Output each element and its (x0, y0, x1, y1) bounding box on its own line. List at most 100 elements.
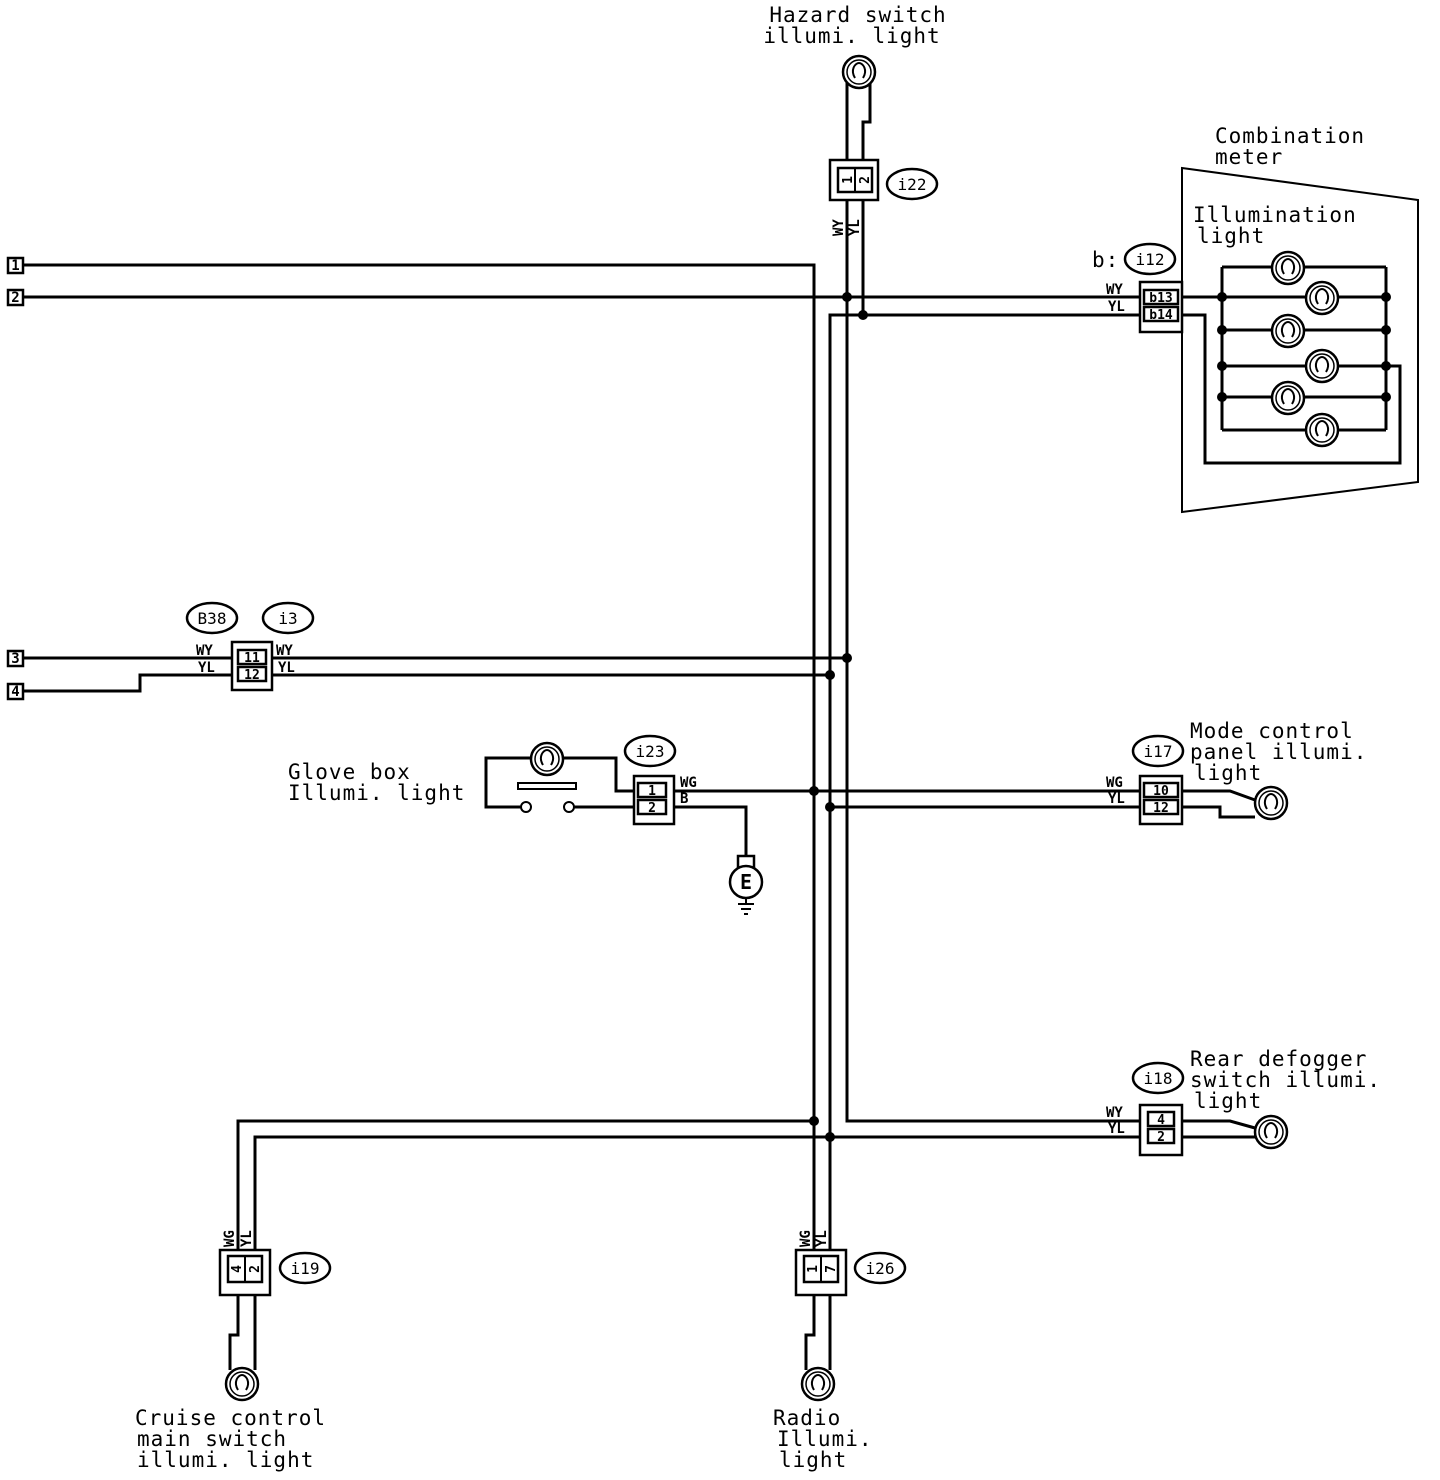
i22-pin-2: 2 (858, 176, 873, 184)
i22-wire-wy: WY (831, 219, 847, 236)
i12-wire-yl: YL (1108, 299, 1125, 315)
i3-id: i3 (278, 609, 297, 628)
entry-point-3: 3 (6, 649, 25, 668)
mode-control-bulb-icon (1253, 785, 1289, 821)
mode-control-label-line-2: panel illumi. (1190, 740, 1367, 764)
connector-i19: WG YL 4 2 i19 (218, 1230, 332, 1297)
meter-bulb-icon-2 (1304, 280, 1340, 316)
i12-wire-wy: WY (1106, 282, 1123, 298)
i19-id: i19 (291, 1259, 320, 1278)
rear-defogger-label-line-2: switch illumi. (1190, 1068, 1381, 1092)
combination-meter: Combination meter Illumination light (1181, 124, 1419, 514)
connector-i26: WG YL 1 7 i26 (794, 1230, 907, 1297)
rear-defogger-label-line-3: light (1194, 1089, 1262, 1113)
connector-i23: i23 1 2 WG B (623, 734, 697, 826)
i22-id: i22 (898, 175, 927, 194)
i17-wire-wg: WG (1106, 775, 1123, 791)
connector-i17: i17 10 12 WG YL (1106, 734, 1185, 826)
ground-e: E (728, 854, 764, 915)
i18-wire-yl: YL (1108, 1121, 1125, 1137)
i26-wire-wg: WG (798, 1230, 814, 1247)
i26-pin-7: 7 (824, 1265, 839, 1273)
entry-point-4: 4 (6, 682, 25, 701)
hazard-switch-illumi-light: Hazard switch illumi. light (763, 3, 946, 90)
glove-box-switch-icon (517, 782, 577, 790)
i12-id: i12 (1136, 250, 1165, 269)
connector-b38-i3: B38 i3 11 12 WY YL WY YL (185, 601, 315, 692)
rear-defogger-switch-illumi-light: Rear defogger switch illumi. light (1190, 1047, 1381, 1150)
i17-wire-yl: YL (1108, 791, 1125, 807)
i17-id: i17 (1144, 742, 1173, 761)
combination-meter-label-line-1: Combination (1215, 124, 1365, 148)
i26-id: i26 (866, 1259, 895, 1278)
hazard-bulb-icon (841, 54, 877, 90)
cruise-control-label-line-3: illumi. light (137, 1448, 314, 1472)
i12-prefix: b: (1092, 248, 1119, 272)
connector-i12: b: i12 b13 b14 WY YL (1092, 242, 1184, 334)
radio-bulb-icon (800, 1366, 836, 1402)
b38-wire-yl: YL (198, 660, 215, 676)
i22-wire-yl: YL (847, 219, 863, 236)
entry-point-3-label: 3 (11, 651, 19, 667)
hazard-label-line-1: Hazard switch (769, 3, 946, 27)
wires (23, 82, 1402, 1370)
rear-defogger-label-line-1: Rear defogger (1190, 1047, 1367, 1071)
i23-wire-b: B (680, 791, 688, 807)
i18-pin-4: 4 (1157, 1113, 1165, 1128)
entry-point-4-label: 4 (11, 684, 19, 700)
b38-pin-12: 12 (244, 668, 260, 683)
meter-bulb-icon-6 (1304, 412, 1340, 448)
cruise-control-main-switch-illumi-light: Cruise control main switch illumi. light (135, 1366, 326, 1472)
radio-label-line-3: light (779, 1448, 847, 1472)
entry-point-2: 2 (6, 288, 25, 307)
b38-pin-11: 11 (244, 651, 260, 666)
i23-pin-1: 1 (648, 784, 656, 799)
i19-pin-2: 2 (248, 1265, 263, 1273)
i3-wire-yl: YL (278, 660, 295, 676)
meter-bulb-icon-4 (1304, 348, 1340, 384)
glove-box-bulb-icon (529, 741, 565, 777)
i26-pin-1: 1 (806, 1265, 821, 1273)
i19-wire-wg: WG (222, 1230, 238, 1247)
illumination-light-label-line-2: light (1197, 224, 1265, 248)
combination-meter-label-line-2: meter (1215, 145, 1283, 169)
i19-wire-yl: YL (239, 1230, 255, 1247)
b38-id: B38 (198, 609, 227, 628)
cruise-control-bulb-icon (224, 1366, 260, 1402)
hazard-label-line-2: illumi. light (763, 24, 940, 48)
i23-wire-wg: WG (680, 775, 697, 791)
cruise-control-label-line-2: main switch (137, 1427, 287, 1451)
mode-control-panel-illumi-light: Mode control panel illumi. light (1190, 719, 1367, 821)
radio-illumi-light: Radio Illumi. light (773, 1366, 873, 1472)
junction-dots (809, 292, 1391, 1142)
radio-label-line-1: Radio (773, 1406, 841, 1430)
meter-bulb-icon-3 (1270, 313, 1306, 349)
i23-pin-2: 2 (648, 801, 656, 816)
i18-id: i18 (1144, 1069, 1173, 1088)
i3-wire-wy: WY (276, 643, 293, 659)
connector-i22: 1 2 i22 WY YL (828, 158, 939, 236)
meter-bulb-icon-1 (1270, 250, 1306, 286)
glove-box-illumi-light: Glove box Illumi. light (288, 741, 634, 813)
ground-label: E (740, 870, 752, 894)
b38-wire-wy: WY (196, 643, 213, 659)
i18-pin-2: 2 (1157, 1130, 1165, 1145)
i12-pin-b14: b14 (1149, 308, 1173, 323)
entry-point-2-label: 2 (11, 290, 19, 306)
i22-pin-1: 1 (841, 176, 856, 184)
mode-control-label-line-3: light (1194, 761, 1262, 785)
cruise-control-label-line-1: Cruise control (135, 1406, 326, 1430)
rear-defogger-bulb-icon (1253, 1114, 1289, 1150)
i19-pin-4: 4 (230, 1265, 245, 1273)
mode-control-label-line-1: Mode control (1190, 719, 1354, 743)
i17-pin-10: 10 (1153, 784, 1169, 799)
i18-wire-wy: WY (1106, 1105, 1123, 1121)
illumination-light-label-line-1: Illumination (1193, 203, 1357, 227)
i26-wire-yl: YL (814, 1230, 830, 1247)
entry-point-1: 1 (6, 256, 25, 275)
entry-point-1-label: 1 (11, 258, 19, 274)
i12-pin-b13: b13 (1149, 291, 1172, 306)
i23-id: i23 (636, 742, 665, 761)
radio-label-line-2: Illumi. (777, 1427, 873, 1451)
